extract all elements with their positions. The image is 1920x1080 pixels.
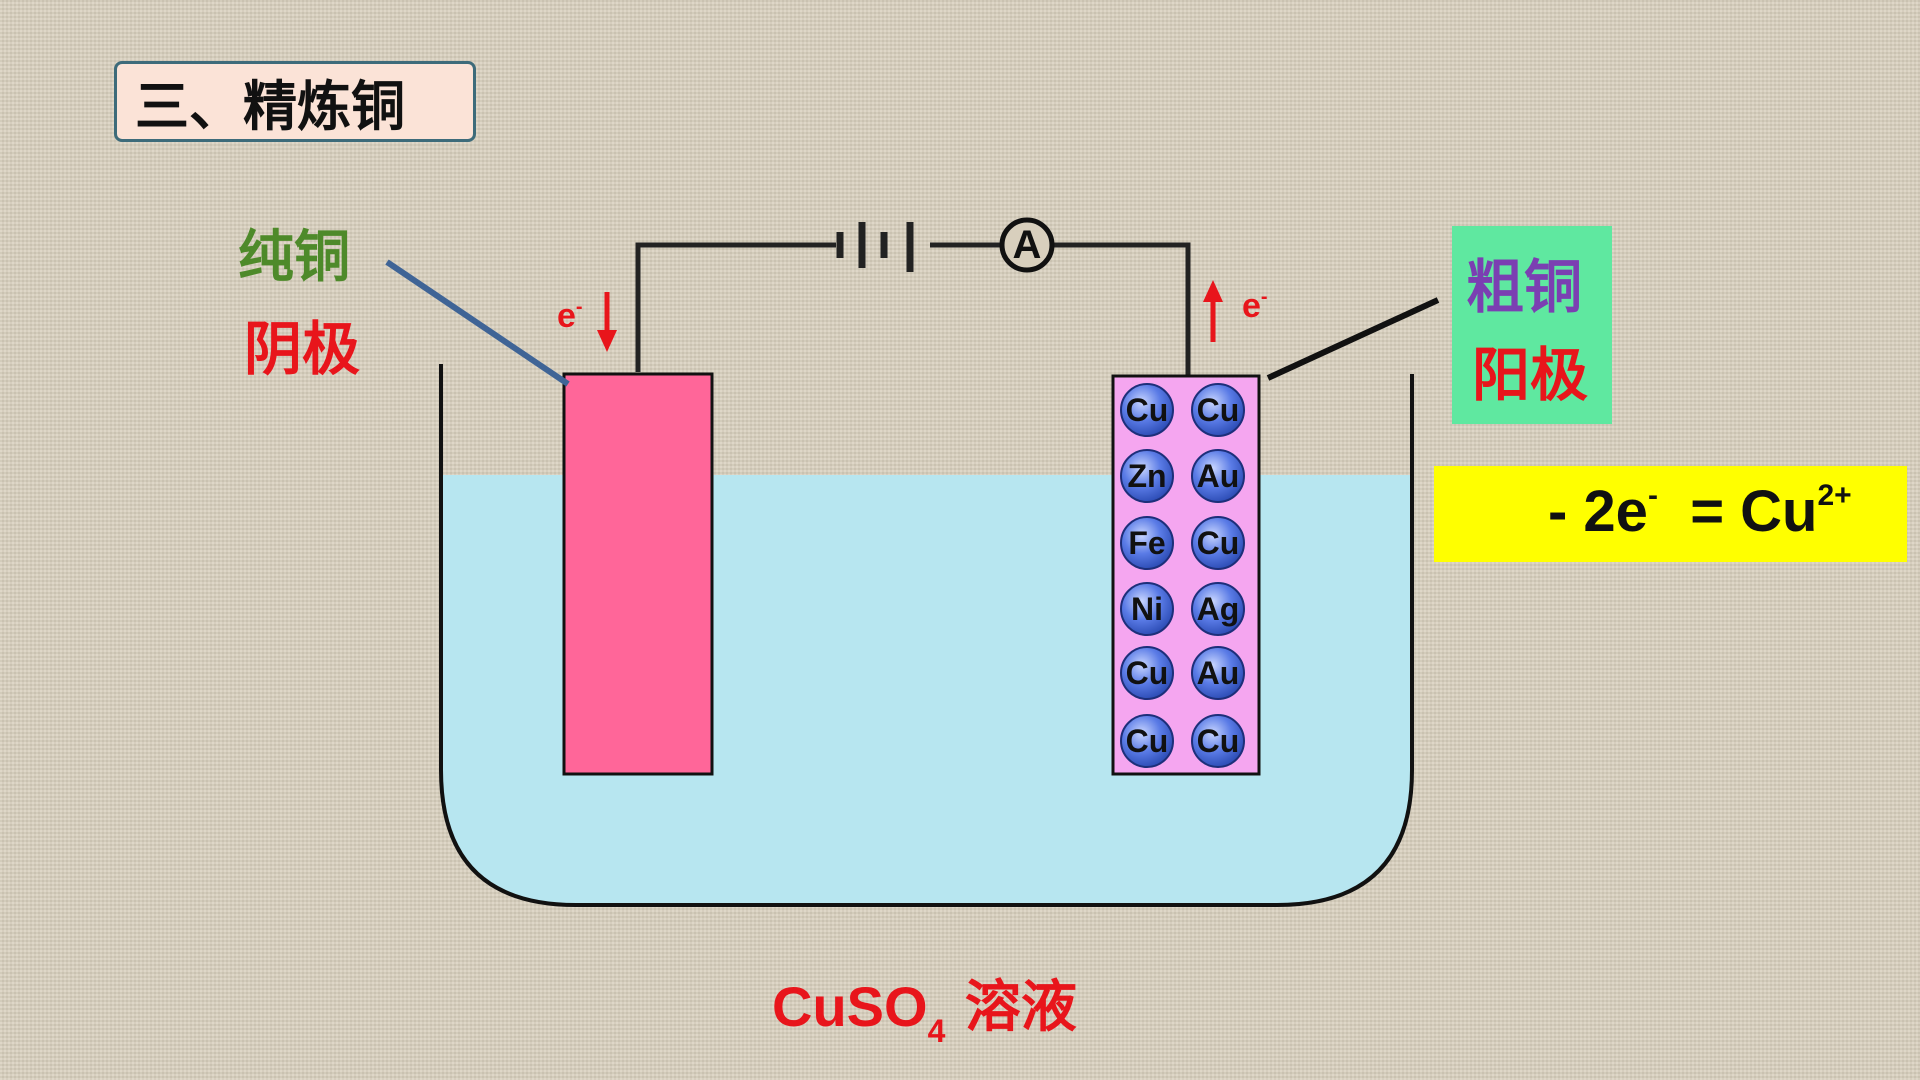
particle-label: Au [1197,655,1240,691]
particle-label: Cu [1197,723,1240,759]
particle-fe: Fe [1120,516,1174,570]
particle-label: Fe [1128,525,1165,561]
particle-cu: Cu [1191,516,1245,570]
particle-label: Zn [1127,458,1166,494]
anode-electron-arrow [1203,280,1223,342]
particle-ni: Ni [1120,582,1174,636]
equation-right: = Cu [1690,479,1818,544]
cathode-leader-line [385,259,570,387]
battery-symbol [836,222,914,272]
anode-role-label: 阳极 [1472,341,1589,409]
anode-leader-line [1266,297,1440,381]
equation-ion-charge: 2+ [1817,479,1852,512]
cathode-electron-arrow [597,292,617,352]
solution-formula: CuSO [772,975,928,1038]
equation-electron-charge: - [1647,479,1658,512]
section-title: 三、精炼铜 [114,61,476,142]
equation-box [1434,466,1907,562]
particle-label: Cu [1126,655,1169,691]
circuit-wire-right [1054,242,1191,376]
particle-au: Au [1191,646,1245,700]
particle-cu: Cu [1120,714,1174,768]
anode-electron-symbol: e [1242,287,1261,325]
anode-electron-charge: - [1260,286,1268,308]
particle-cu: Cu [1120,383,1174,437]
particle-ag: Ag [1191,582,1245,636]
cathode-material-label: 纯铜 [238,225,350,290]
solution-name: 溶液 [964,975,1077,1040]
equation-left: - 2e [1548,479,1648,544]
solution-label: CuSO4 溶液 [772,962,1077,1050]
particle-label: Ag [1197,591,1240,627]
ammeter-label: A [1013,223,1042,267]
ammeter: A [999,217,1055,273]
anode-plate [1111,374,1261,776]
particle-cu: Cu [1191,714,1245,768]
solution-formula-subscript: 4 [927,1013,946,1049]
particle-label: Ni [1131,591,1163,627]
cathode-electron-charge: - [575,296,583,318]
particle-label: Au [1197,458,1240,494]
particle-label: Cu [1126,723,1169,759]
particle-au: Au [1191,449,1245,503]
anode-electron-label: e- [1242,286,1268,326]
particle-label: Cu [1197,392,1240,428]
anode-label-box [1452,226,1612,424]
cathode-role-label: 阴极 [244,315,361,383]
circuit-wire-left [635,242,836,372]
section-title-text: 三、精炼铜 [135,75,405,138]
anode-half-equation: - 2e- = Cu2+ [1548,478,1852,545]
particle-cu: Cu [1120,646,1174,700]
beaker [439,364,1414,907]
cathode-electron-label: e- [557,296,583,336]
particle-cu: Cu [1191,383,1245,437]
particle-zn: Zn [1120,449,1174,503]
anode-material-label: 粗铜 [1466,253,1583,321]
particle-label: Cu [1126,392,1169,428]
cathode-electron-symbol: e [557,297,576,335]
cathode-plate [562,372,714,776]
particle-label: Cu [1197,525,1240,561]
